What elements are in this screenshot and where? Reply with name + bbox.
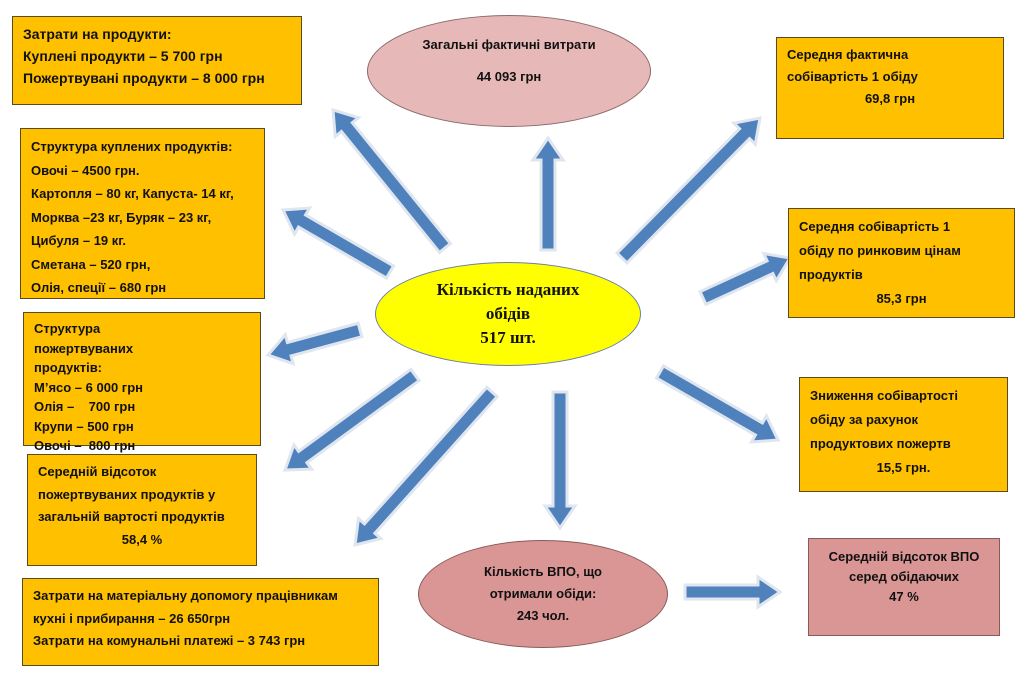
meals-count-value: 517 шт. — [480, 328, 536, 347]
cost-reduction-line: продуктових пожертв — [810, 436, 951, 451]
idp-count-line1: Кількість ВПО, що — [484, 564, 602, 579]
arrow-icon — [698, 251, 793, 307]
other-costs-line: кухні і прибирання – 26 650грн — [33, 610, 231, 626]
bought-structure-title: Структура куплених продуктів: — [31, 139, 233, 154]
donated-percent-box: Середній відсоток пожертвуваних продукті… — [27, 454, 257, 566]
total-costs-ellipse: Загальні фактичні витрати 44 093 грн — [367, 15, 651, 127]
market-cost-box: Середня собівартість 1 обіду по ринковим… — [788, 208, 1015, 318]
donated-structure-title: Структура пожертвуваних продуктів: — [34, 321, 134, 375]
donated-structure-line: Олія – 700 грн — [34, 399, 136, 414]
donated-percent-line: Середній відсоток — [38, 464, 157, 479]
donated-percent-line: загальній вартості продуктів — [38, 509, 225, 524]
arrow-icon — [265, 321, 364, 367]
bought-structure-line: Цибуля – 19 кг. — [31, 233, 127, 248]
meals-count-line1: Кількість наданих — [436, 280, 580, 299]
product-costs-line: Куплені продукти – 5 700 грн — [23, 48, 223, 64]
donated-percent-line: пожертвуваних продуктів у — [38, 486, 216, 502]
arrow-icon — [614, 116, 762, 266]
other-costs-box: Затрати на матеріальну допомогу працівни… — [22, 578, 379, 666]
idp-count-ellipse: Кількість ВПО, що отримали обіди: 243 чо… — [418, 540, 668, 648]
arrow-icon — [683, 574, 783, 610]
other-costs-line: Затрати на комунальні платежі – 3 743 гр… — [33, 633, 306, 648]
arrow-icon — [282, 367, 422, 472]
arrow-icon — [542, 390, 578, 531]
arrow-icon — [280, 206, 396, 281]
arrow-icon — [331, 107, 453, 255]
market-cost-line: Середня собівартість 1 — [799, 219, 951, 234]
idp-percent-box: Середній відсоток ВПО серед обідаючих 47… — [808, 538, 1000, 636]
idp-percent-line2: серед обідаючих — [849, 569, 959, 584]
product-costs-box: Затрати на продукти: Куплені продукти – … — [12, 16, 302, 105]
product-costs-title: Затрати на продукти: — [23, 26, 172, 42]
donated-percent-value: 58,4 % — [121, 531, 163, 547]
arrow-icon — [654, 363, 781, 444]
cost-reduction-box: Зниження собівартості обіду за рахунок п… — [799, 377, 1008, 492]
total-costs-value: 44 093 грн — [476, 69, 542, 84]
cost-reduction-value: 15,5 грн. — [876, 460, 931, 475]
market-cost-value: 85,3 грн — [876, 291, 927, 306]
market-cost-line: продуктів — [799, 267, 863, 282]
bought-structure-line: Сметана – 520 грн, — [31, 256, 151, 272]
cost-reduction-line: Зниження собівартості — [810, 388, 958, 403]
actual-cost-value: 69,8 грн — [864, 91, 916, 106]
actual-cost-box: Середня фактична собівартість 1 обіду 69… — [776, 37, 1004, 139]
cost-reduction-line: обіду за рахунок — [810, 412, 919, 427]
actual-cost-line: собівартість 1 обіду — [787, 69, 918, 84]
bought-structure-box: Структура куплених продуктів: Овочі – 45… — [20, 128, 265, 299]
bought-structure-line: Морква –23 кг, Буряк – 23 кг, — [31, 209, 212, 225]
donated-structure-box: Структура пожертвуваних продуктів: М’ясо… — [23, 312, 261, 453]
meals-count-ellipse: Кількість наданих обідів 517 шт. — [375, 262, 641, 366]
product-costs-line: Пожертвувані продукти – 8 000 грн — [23, 70, 265, 86]
donated-structure-line: М’ясо – 6 000 грн — [34, 379, 144, 395]
idp-count-line2: отримали обіди: — [489, 586, 597, 601]
donated-structure-line: Крупи – 500 грн — [34, 418, 134, 434]
arrow-icon — [353, 385, 500, 547]
donated-structure-line: Овочі – 800 грн — [34, 438, 136, 453]
other-costs-line: Затрати на матеріальну допомогу працівни… — [33, 588, 338, 603]
market-cost-line: обіду по ринковим цінам — [799, 243, 961, 258]
idp-percent-value: 47 % — [889, 589, 919, 604]
total-costs-title: Загальні фактичні витрати — [422, 37, 596, 52]
idp-count-value: 243 чол. — [516, 608, 570, 623]
meals-count-line2: обідів — [485, 304, 531, 323]
idp-percent-line1: Середній відсоток ВПО — [828, 549, 980, 564]
bought-structure-line: Олія, спеції – 680 грн — [31, 280, 167, 295]
actual-cost-line: Середня фактична — [787, 47, 909, 62]
bought-structure-line: Овочі – 4500 грн. — [31, 162, 140, 178]
bought-structure-line: Картопля – 80 кг, Капуста- 14 кг, — [31, 186, 234, 201]
arrow-icon — [530, 135, 566, 252]
